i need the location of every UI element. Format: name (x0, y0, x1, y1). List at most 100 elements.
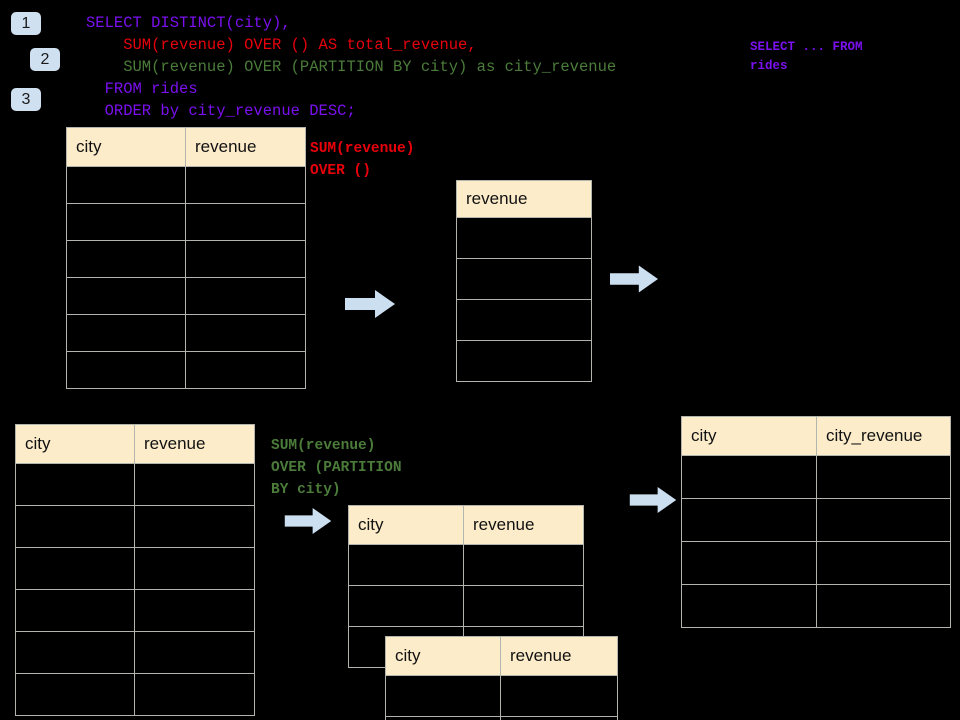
table-row (348, 544, 584, 586)
table-cell (134, 547, 255, 590)
table-header-row: city city_revenue (681, 416, 951, 456)
table-header-row: revenue (456, 180, 592, 218)
table-cell (15, 505, 135, 548)
table-final-result: city city_revenue (681, 416, 951, 628)
table-cell (15, 673, 135, 716)
table-cell (15, 547, 135, 590)
arrow-top-right-icon (610, 265, 658, 293)
table-cell (66, 351, 186, 389)
sql-line-total-revenue: SUM(revenue) OVER () AS total_revenue, (86, 36, 477, 54)
table-cell (348, 585, 464, 627)
table-cell (456, 299, 592, 341)
table-cell (134, 673, 255, 716)
table-total-revenue: revenue (456, 180, 592, 382)
column-header-city-revenue: city_revenue (816, 416, 951, 456)
column-header-city: city (681, 416, 817, 456)
table-cell (15, 631, 135, 674)
table-cell (816, 455, 951, 499)
table-cell (385, 675, 501, 717)
column-header-city: city (66, 127, 186, 167)
table-cell (185, 351, 306, 389)
table-row (385, 716, 618, 720)
table-row (15, 631, 255, 674)
table-row (66, 314, 306, 352)
column-header-revenue: revenue (185, 127, 306, 167)
table-cell (500, 716, 618, 720)
table-rides-source-bottom: city revenue (15, 424, 255, 716)
arrow-top-left-icon (345, 290, 395, 318)
table-partition-group-front: city revenue (385, 636, 618, 720)
table-cell (66, 240, 186, 278)
table-row (66, 203, 306, 241)
table-row (15, 547, 255, 590)
table-cell (66, 277, 186, 315)
table-row (15, 673, 255, 716)
table-row (66, 277, 306, 315)
table-cell (185, 203, 306, 241)
column-header-revenue: revenue (500, 636, 618, 676)
table-row (15, 589, 255, 632)
table-row (66, 240, 306, 278)
table-row (15, 505, 255, 548)
table-row (348, 585, 584, 627)
step-badge-2: 2 (30, 48, 60, 71)
table-cell (134, 631, 255, 674)
table-cell (681, 541, 817, 585)
table-cell (185, 314, 306, 352)
table-cell (134, 589, 255, 632)
label-sum-over-empty: SUM(revenue) OVER () (310, 141, 415, 179)
column-header-revenue: revenue (134, 424, 255, 464)
table-row (15, 463, 255, 506)
column-header-city: city (15, 424, 135, 464)
table-rides-source-top: city revenue (66, 127, 306, 389)
table-cell (185, 166, 306, 204)
table-cell (185, 277, 306, 315)
table-cell (134, 505, 255, 548)
select-from-rides-note: SELECT ... FROM rides (750, 40, 863, 73)
table-header-row: city revenue (15, 424, 255, 464)
table-header-row: city revenue (385, 636, 618, 676)
table-cell (456, 217, 592, 259)
table-cell (816, 584, 951, 628)
table-header-row: city revenue (66, 127, 306, 167)
sql-line-order-by: ORDER by city_revenue DESC; (86, 102, 356, 120)
table-cell (15, 463, 135, 506)
column-header-revenue: revenue (456, 180, 592, 218)
table-cell (385, 716, 501, 720)
table-cell (456, 258, 592, 300)
table-cell (463, 585, 584, 627)
table-cell (816, 498, 951, 542)
label-sum-over-partition: SUM(revenue) OVER (PARTITION BY city) (271, 438, 402, 498)
table-cell (816, 541, 951, 585)
table-cell (681, 455, 817, 499)
table-row (456, 299, 592, 341)
sql-line-select: SELECT DISTINCT(city), (86, 14, 291, 32)
table-header-row: city revenue (348, 505, 584, 545)
step-badge-3: 3 (11, 88, 41, 111)
table-cell (463, 544, 584, 586)
step-badge-1: 1 (11, 12, 41, 35)
table-cell (185, 240, 306, 278)
arrow-bottom-right-icon (629, 487, 677, 513)
table-row (681, 498, 951, 542)
table-cell (500, 675, 618, 717)
table-row (681, 455, 951, 499)
table-row (681, 541, 951, 585)
sql-line-from: FROM rides (86, 80, 198, 98)
table-cell (66, 166, 186, 204)
column-header-city: city (385, 636, 501, 676)
table-row (66, 166, 306, 204)
table-row (456, 217, 592, 259)
table-row (456, 340, 592, 382)
table-cell (66, 203, 186, 241)
table-row (681, 584, 951, 628)
table-cell (15, 589, 135, 632)
table-cell (681, 498, 817, 542)
table-cell (456, 340, 592, 382)
table-cell (134, 463, 255, 506)
table-row (456, 258, 592, 300)
column-header-revenue: revenue (463, 505, 584, 545)
table-row (66, 351, 306, 389)
table-cell (348, 544, 464, 586)
